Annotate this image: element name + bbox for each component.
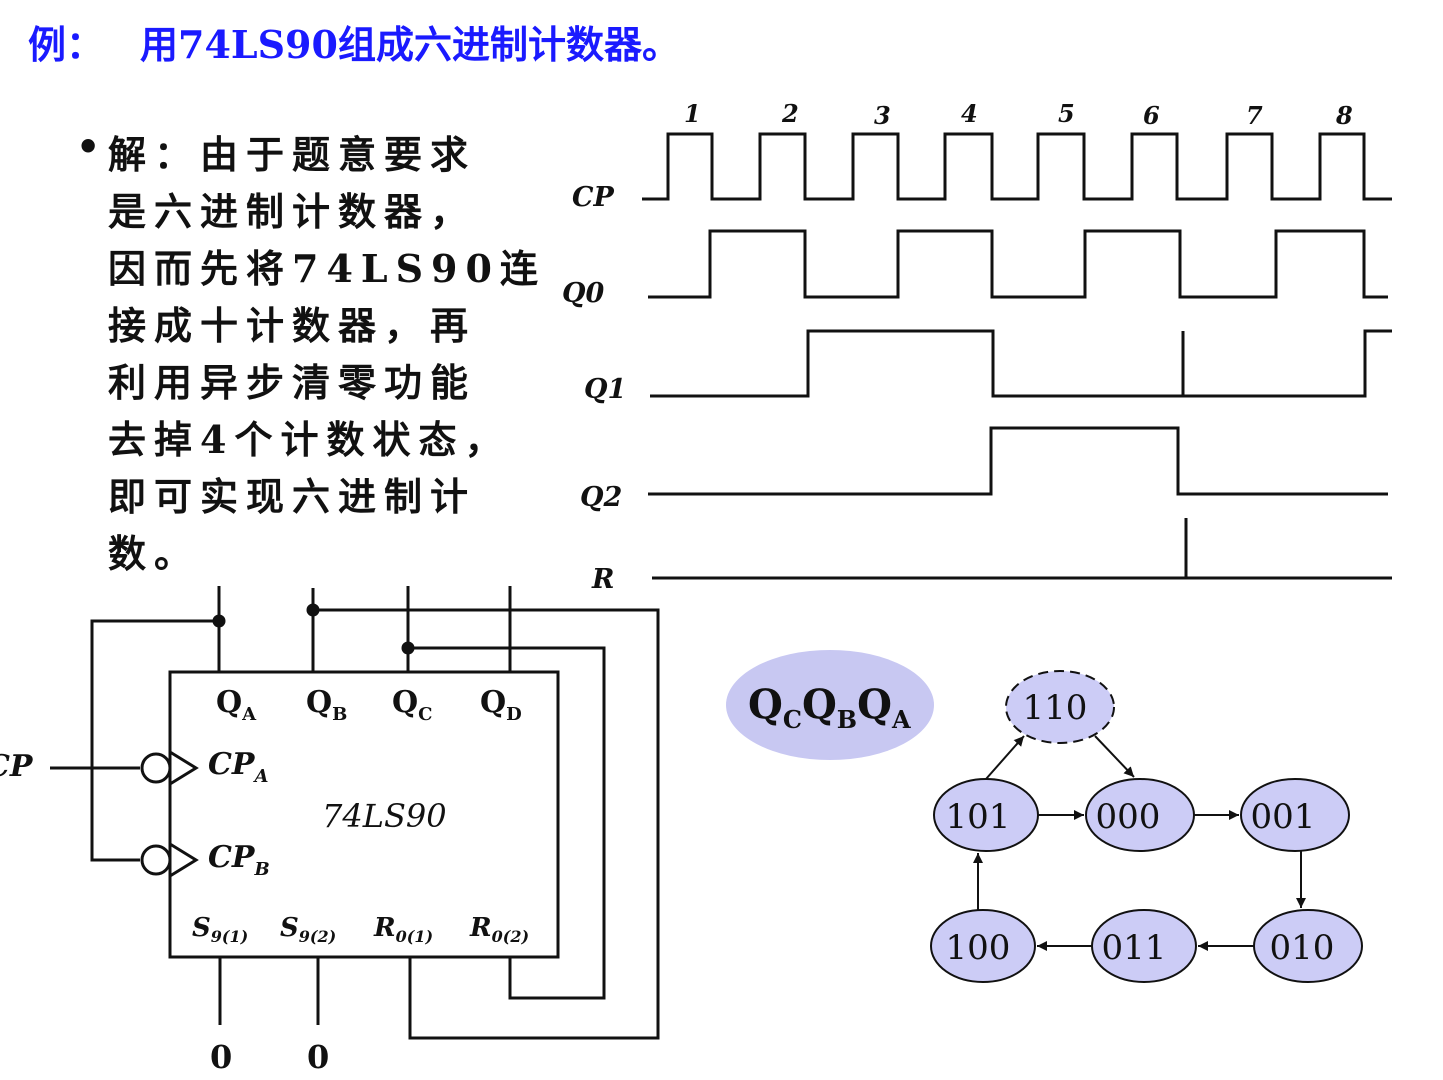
pin-label-s92: S9(2) bbox=[280, 913, 336, 946]
explanation-line: 接成十计数器，再 bbox=[108, 303, 477, 348]
bullet-dot: • bbox=[76, 124, 101, 169]
explanation-line: 去掉4个计数状态， bbox=[108, 417, 511, 462]
tie-value-s91: 0 bbox=[210, 1038, 232, 1076]
clock-number: 8 bbox=[1335, 101, 1353, 130]
clock-triangle-b bbox=[169, 842, 199, 878]
clock-triangle-a bbox=[169, 750, 199, 786]
state-header-label: QCQBQA bbox=[748, 681, 911, 734]
state-label-010: 010 bbox=[1270, 928, 1335, 968]
explanation-line: 数。 bbox=[108, 531, 201, 576]
q2-waveform bbox=[648, 426, 1388, 496]
timing-diagram: 1 2 3 4 5 6 7 8 CP Q0 Q1 Q2 R bbox=[562, 99, 1392, 595]
transition-110-000 bbox=[1094, 735, 1135, 778]
state-label-001: 001 bbox=[1251, 797, 1316, 837]
clock-bubble-b bbox=[140, 844, 172, 876]
state-label-000: 000 bbox=[1096, 797, 1161, 837]
pin-label-s91: S9(1) bbox=[192, 913, 248, 946]
explanation-line: 利用异步清零功能 bbox=[108, 360, 477, 405]
output-label-qb: QB bbox=[306, 685, 347, 725]
title-prefix: 例： bbox=[28, 22, 105, 67]
pin-label-r01: R0(1) bbox=[373, 913, 433, 946]
clock-number: 4 bbox=[961, 99, 978, 128]
signal-label-q1: Q1 bbox=[584, 374, 626, 405]
clock-number: 3 bbox=[874, 101, 891, 130]
explanation-line: 是六进制计数器， bbox=[108, 189, 477, 234]
tie-value-s92: 0 bbox=[307, 1038, 329, 1076]
explanation-line: 解：由于题意要求 bbox=[108, 132, 477, 177]
slide-title: 例： 用74LS90组成六进制计数器。 bbox=[28, 14, 680, 69]
explanation-line: 因而先将74LS90连 bbox=[108, 246, 546, 291]
output-label-qc: QC bbox=[392, 685, 432, 725]
circuit-74ls90: QA QB QC QD CPA CPB 74LS90 S9(1) S9(2) R… bbox=[0, 586, 660, 1076]
junction-dot bbox=[306, 603, 320, 617]
clock-number: 5 bbox=[1058, 99, 1075, 128]
junction-dot bbox=[401, 641, 415, 655]
state-header-bubble bbox=[726, 650, 934, 760]
state-label-110: 110 bbox=[1023, 688, 1088, 728]
wire-qb-to-r01 bbox=[313, 608, 660, 1040]
clock-number: 1 bbox=[684, 99, 701, 128]
transition-101-110 bbox=[985, 735, 1025, 780]
state-node-110 bbox=[1005, 670, 1115, 744]
cp-input-label: CP bbox=[0, 749, 34, 784]
output-label-qa: QA bbox=[216, 685, 257, 725]
state-label-101: 101 bbox=[946, 797, 1011, 837]
wire-qa-to-cpb bbox=[90, 619, 219, 862]
junction-dot bbox=[212, 614, 226, 628]
clock-number: 2 bbox=[781, 99, 799, 128]
clock-label-a: CPA bbox=[208, 747, 268, 787]
state-label-100: 100 bbox=[946, 928, 1011, 968]
chip-name: 74LS90 bbox=[322, 797, 447, 835]
output-label-qd: QD bbox=[480, 685, 522, 725]
cp-waveform bbox=[642, 132, 1392, 201]
clock-number: 7 bbox=[1246, 101, 1263, 130]
state-node-100 bbox=[930, 909, 1036, 983]
state-diagram: QCQBQA 110 101 000 001 100 011 010 bbox=[726, 650, 1363, 983]
title-text: 用74LS90组成六进制计数器。 bbox=[140, 22, 680, 67]
q0-waveform bbox=[648, 229, 1388, 299]
pin-label-r02: R0(2) bbox=[469, 913, 529, 946]
state-label-011: 011 bbox=[1102, 928, 1167, 968]
state-node-001 bbox=[1240, 778, 1350, 852]
signal-label-q2: Q2 bbox=[580, 482, 622, 513]
signal-label-r: R bbox=[591, 564, 614, 595]
q1-waveform bbox=[650, 329, 1392, 398]
chip-body bbox=[168, 670, 560, 959]
clock-label-b: CPB bbox=[208, 840, 270, 880]
explanation-line: 即可实现六进制计 bbox=[108, 474, 477, 519]
signal-label-cp: CP bbox=[572, 182, 614, 213]
wire-qc-to-r02 bbox=[408, 646, 606, 1000]
clock-bubble-a bbox=[140, 752, 172, 784]
signal-label-q0: Q0 bbox=[562, 278, 605, 309]
clock-number: 6 bbox=[1143, 101, 1160, 130]
